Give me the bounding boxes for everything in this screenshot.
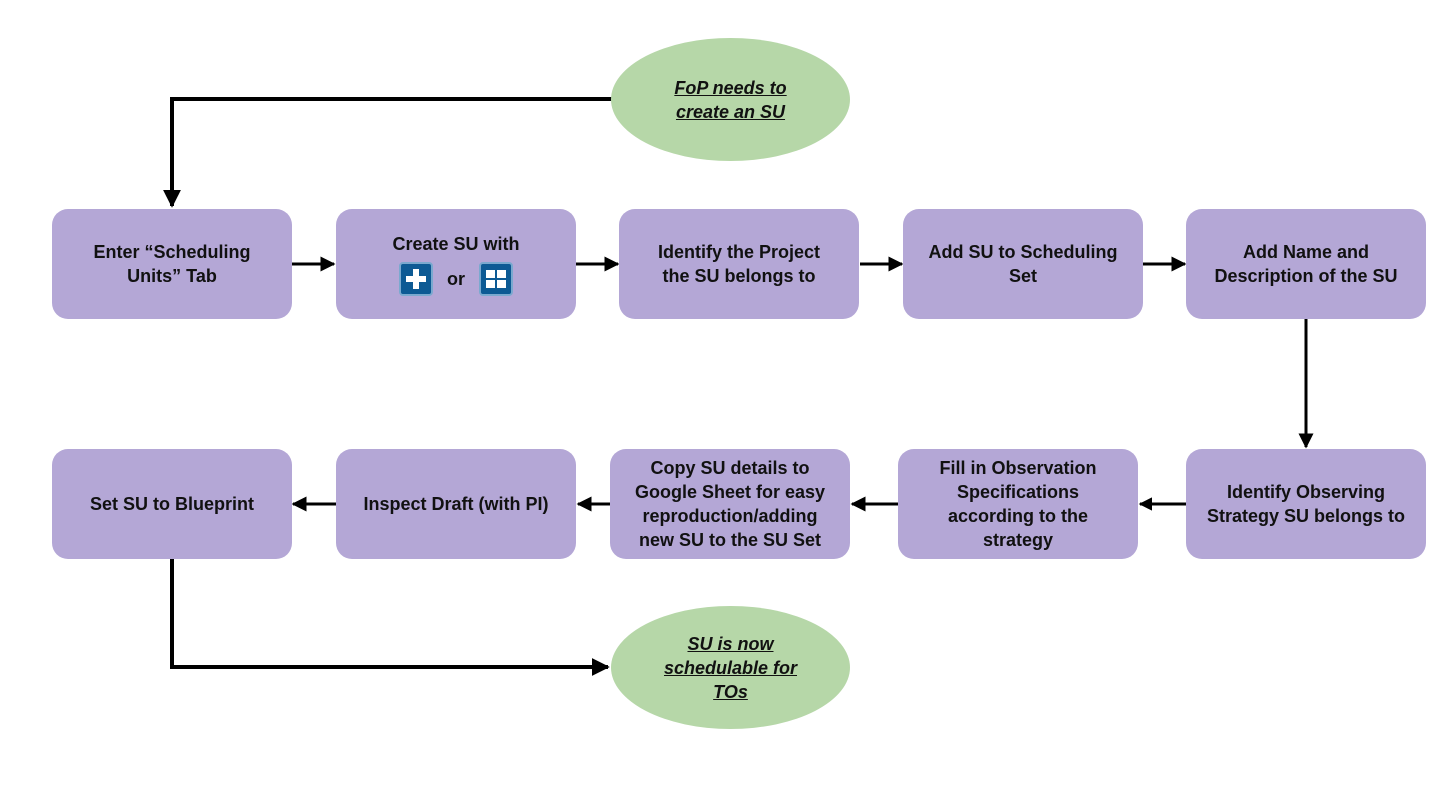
step-label: Copy SU details to Google Sheet for easy… bbox=[634, 458, 826, 550]
end-terminal-line1: SU is now bbox=[687, 633, 774, 654]
step-create-su: Create SU with or bbox=[336, 209, 576, 319]
step-add-su-to-scheduling-set: Add SU to Scheduling Set bbox=[903, 209, 1143, 319]
step-identify-observing-strategy: Identify Observing Strategy SU belongs t… bbox=[1186, 449, 1426, 559]
step-add-name-description: Add Name and Description of the SU bbox=[1186, 209, 1426, 319]
start-terminal-line2: create an SU bbox=[675, 101, 786, 122]
step-label: Add SU to Scheduling Set bbox=[928, 242, 1118, 286]
step-copy-su-details: Copy SU details to Google Sheet for easy… bbox=[610, 449, 850, 559]
or-text: or bbox=[447, 269, 465, 289]
end-terminal-line2: schedulable for bbox=[663, 657, 798, 678]
start-terminal: FoP needs to create an SU bbox=[611, 38, 850, 161]
step-enter-scheduling-units-tab: Enter “Scheduling Units” Tab bbox=[52, 209, 292, 319]
step-inspect-draft: Inspect Draft (with PI) bbox=[336, 449, 576, 559]
step-label: Enter “Scheduling Units” Tab bbox=[93, 242, 251, 286]
step-label: Inspect Draft (with PI) bbox=[363, 494, 549, 514]
start-terminal-line1: FoP needs to bbox=[674, 77, 787, 98]
step-set-su-to-blueprint: Set SU to Blueprint bbox=[52, 449, 292, 559]
arrow-blueprint-to-end bbox=[170, 558, 610, 676]
step-label: Add Name and Description of the SU bbox=[1214, 242, 1398, 286]
step-label: Fill in Observation Specifications accor… bbox=[939, 458, 1097, 550]
step-label: Set SU to Blueprint bbox=[89, 494, 254, 514]
end-terminal-line3: TOs bbox=[713, 681, 748, 702]
create-su-icons: or bbox=[399, 262, 513, 296]
arrow-start-to-enter-tab bbox=[163, 97, 612, 208]
add-plus-icon bbox=[399, 262, 433, 296]
step-identify-project: Identify the Project the SU belongs to bbox=[619, 209, 859, 319]
step-label: Identify Observing Strategy SU belongs t… bbox=[1206, 482, 1406, 526]
step-label: Create SU with bbox=[392, 234, 520, 254]
table-grid-icon bbox=[479, 262, 513, 296]
step-fill-observation-specifications: Fill in Observation Specifications accor… bbox=[898, 449, 1138, 559]
step-label: Identify the Project the SU belongs to bbox=[657, 242, 821, 286]
end-terminal: SU is now schedulable for TOs bbox=[611, 606, 850, 729]
